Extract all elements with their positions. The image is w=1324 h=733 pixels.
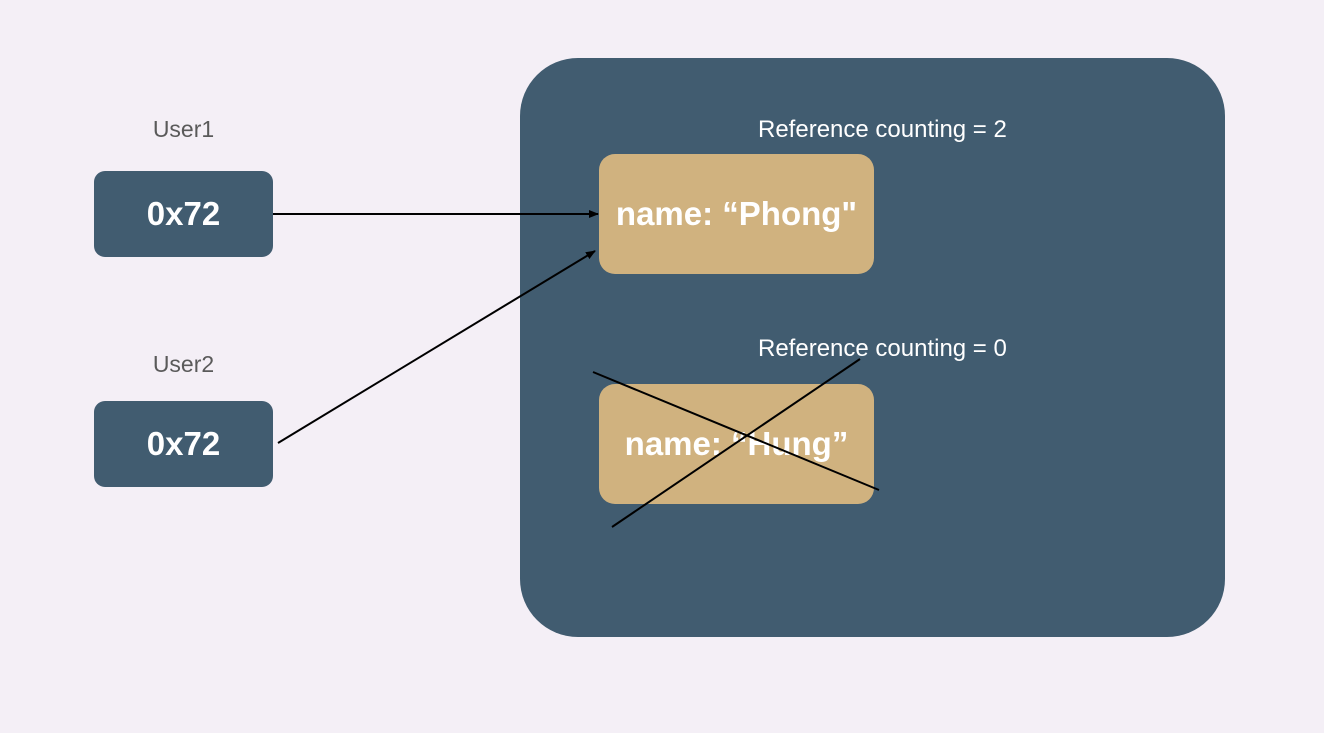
user2-pointer-box: 0x72 [94, 401, 273, 487]
user1-pointer-box: 0x72 [94, 171, 273, 257]
user2-label: User2 [152, 351, 215, 377]
user1-label: User1 [152, 116, 215, 142]
cross-out-line-2 [611, 358, 861, 528]
user2-reference-arrow [277, 250, 596, 444]
reference-count-label-hung: Reference counting = 0 [758, 335, 1007, 362]
user1-address: 0x72 [146, 195, 221, 232]
cross-out-line-1 [592, 371, 880, 491]
object-phong-content: name: “Phong" [615, 195, 858, 232]
object-hung: name: “Hung” [599, 384, 874, 504]
reference-count-label-phong: Reference counting = 2 [758, 116, 1007, 143]
user2-address: 0x72 [146, 425, 221, 462]
object-phong: name: “Phong" [599, 154, 874, 274]
